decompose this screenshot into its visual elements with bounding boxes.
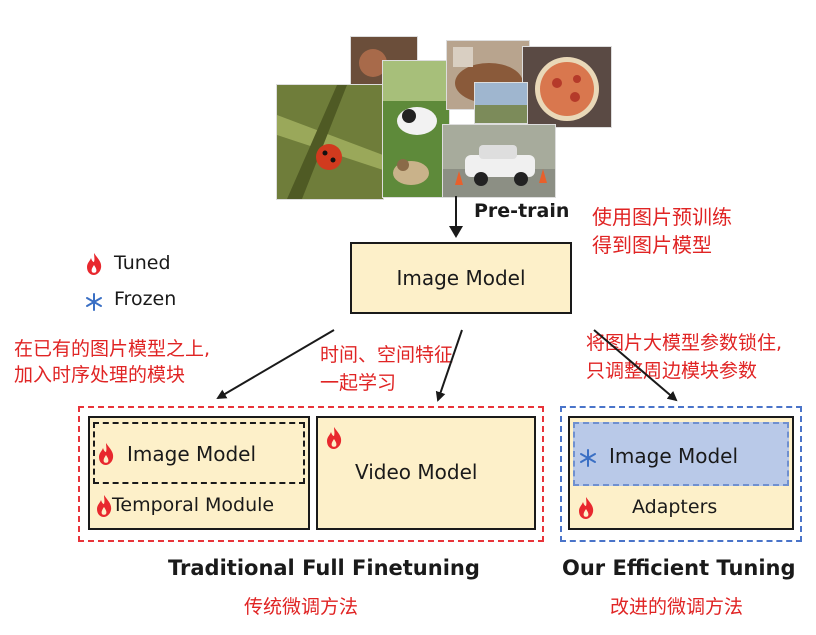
traditional-temporal-module-label: Temporal Module [112,494,275,516]
efficient-adapters-label: Adapters [632,496,718,518]
efficient-subtitle: 改进的微调方法 [610,596,744,618]
top-image-model-label: Image Model [396,266,526,290]
pretrain-note-line2: 得到图片模型 [592,233,712,257]
legend-frozen-label: Frozen [114,288,177,310]
fire-icon [579,497,594,519]
arrow-to-traditional-left [216,329,335,400]
snowflake-icon [580,449,596,467]
annotation-left-line2: 加入时序处理的模块 [14,364,186,386]
traditional-subtitle: 传统微调方法 [244,596,359,618]
arrow-to-efficient [593,329,678,402]
annotation-right-line1: 将图片大模型参数锁住, [586,332,783,354]
fire-icon [87,253,102,275]
photo-ladybug [276,84,384,200]
top-image-model-box: Image Model [350,242,572,314]
fire-icon [97,495,112,517]
traditional-image-model-label: Image Model [127,442,257,466]
annotation-mid-line1: 时间、空间特征 [320,344,454,366]
fire-icon [99,443,114,465]
efficient-title: Our Efficient Tuning [562,556,796,580]
pretrain-image-collage [276,36,612,200]
efficient-image-model-label: Image Model [609,444,739,468]
pretrain-label: Pre-train [474,200,570,222]
efficient-image-model-frozen [573,422,789,486]
annotation-mid-line2: 一起学习 [320,372,397,394]
pretrain-arrow [449,196,463,238]
annotation-left-line1: 在已有的图片模型之上, [14,338,211,360]
photo-police-car [442,124,556,198]
arrow-to-traditional-right [435,329,463,402]
fire-icon [327,427,342,449]
pretrain-note-line1: 使用图片预训练 [592,205,732,229]
traditional-video-model-box [316,416,536,530]
efficient-group-outline [560,406,802,542]
photo-pizza [522,46,612,128]
photo-landscape [474,82,528,124]
photo-dog-rabbit [382,60,450,198]
traditional-title: Traditional Full Finetuning [168,556,480,580]
snowflake-icon [86,293,102,311]
legend-tuned-label: Tuned [114,252,171,274]
traditional-left-box [88,416,310,530]
traditional-video-model-label: Video Model [355,460,478,484]
traditional-image-model-dashed [93,422,305,484]
traditional-group-outline [78,406,544,542]
annotation-right-line2: 只调整周边模块参数 [586,360,758,382]
